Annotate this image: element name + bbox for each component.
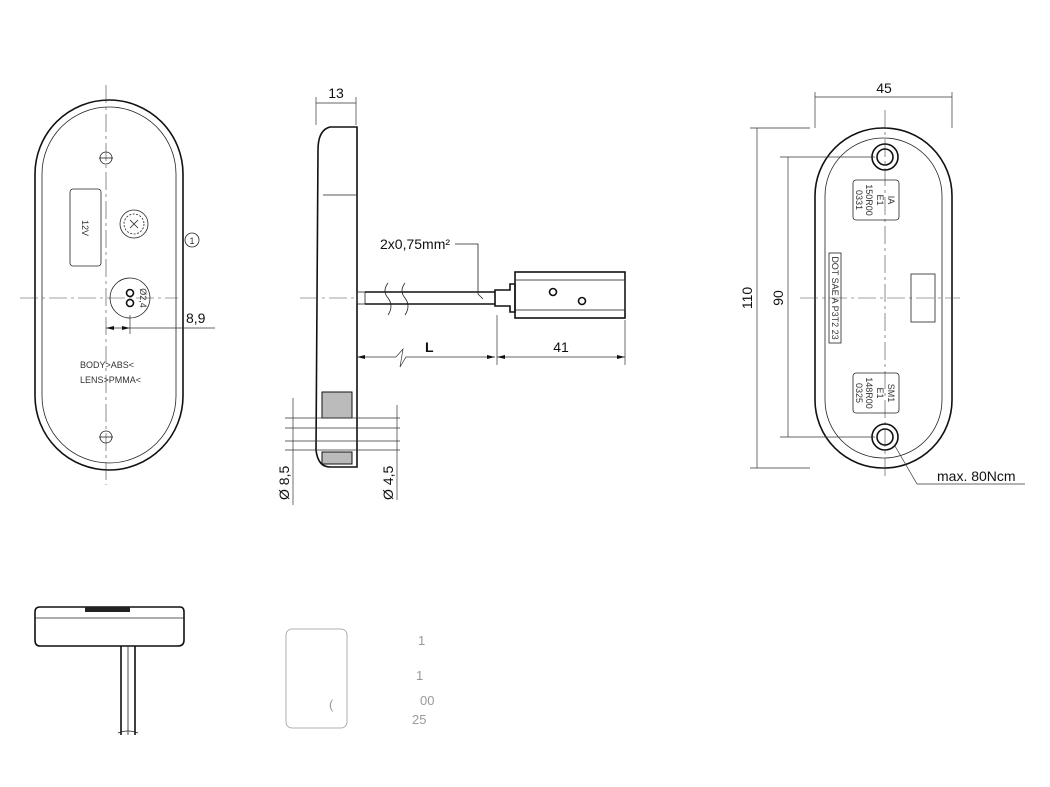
connector [494,271,626,319]
depth-dim: 13 [328,85,344,101]
material-body: BODY>ABS< [80,360,134,370]
date-wheel-icon [119,209,149,239]
approval-top-code: 0331 [854,190,864,210]
approval-top: IA E1 150R00 0331 [852,179,900,221]
faint-fragment: 25 [412,712,426,727]
cable-spec: 2x0,75mm² [380,236,450,252]
approval-top-mark: E1 [875,194,885,205]
offset-dim: 8,9 [186,310,206,326]
faint-fragment: 1 [418,633,425,648]
faint-label-remnant: ( 1 1 00 25 [285,628,434,729]
voltage-label: 12V [80,220,90,236]
faint-fragment: 00 [420,693,434,708]
connector-length: 41 [553,339,569,355]
outer-diameter: Ø 8,5 [276,466,292,500]
material-lens: LENS>PMMA< [80,375,141,385]
side-view: 13 2x0,75mm² L 41 Ø 8,5 Ø 4,5 [276,85,626,505]
approval-top-number: 150R00 [864,184,874,216]
torque-note: max. 80Ncm [937,468,1016,484]
approval-bottom-number: 148R00 [864,377,874,409]
approval-top-class: IA [886,196,896,205]
hole-spacing-dim: 90 [770,290,786,306]
cable-length: L [425,339,434,355]
approval-bottom-class: SM1 [886,384,896,403]
mounting-hole-bottom [99,430,113,444]
faint-fragment: ( [329,697,334,712]
voltage-label-box [69,188,102,267]
front-view: 12V Ø2,4 8,9 1 BODY>ABS< LENS>PMMA< [20,85,215,485]
approval-bottom-mark: E1 [875,387,885,398]
dot-marking: DOT SAE A P3T2 23 [830,256,840,339]
approval-bottom: SM1 E1 148R00 0325 [852,372,900,414]
height-dim: 110 [739,287,755,310]
brand-logo [910,273,936,323]
width-dim: 45 [876,80,892,96]
mounting-hole-top [99,151,113,165]
approval-bottom-code: 0325 [854,383,864,403]
rear-view: 45 110 90 DOT SAE A P3T2 23 IA E1 150R00… [739,80,1025,485]
callout-number: 1 [189,236,194,246]
bottom-view [34,606,185,735]
hole-diameter: Ø2,4 [138,288,148,308]
inner-diameter: Ø 4,5 [380,466,396,500]
section-detail [285,391,400,505]
faint-fragment: 1 [416,668,423,683]
